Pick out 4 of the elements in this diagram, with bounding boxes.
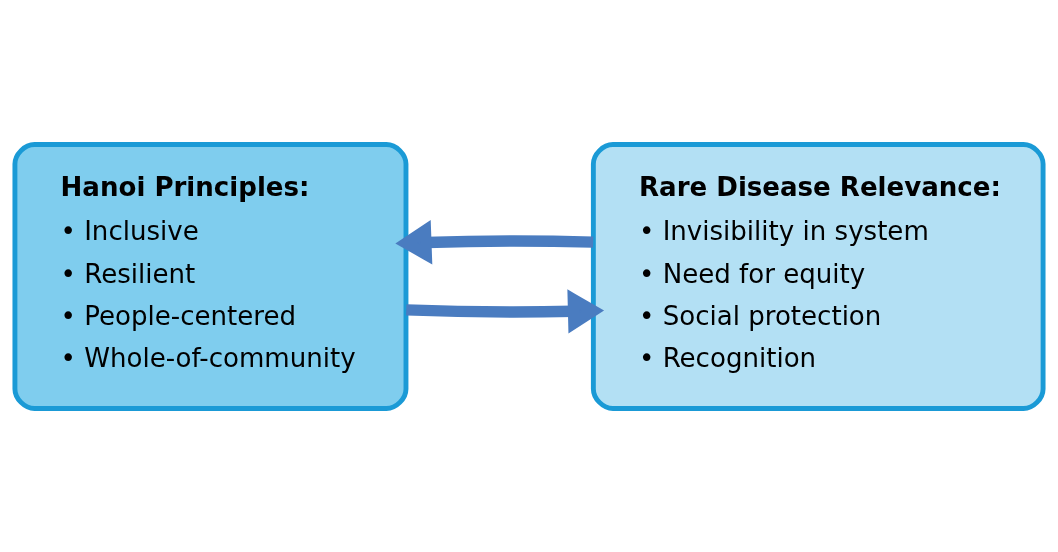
arrow [395, 219, 594, 264]
arrow [406, 288, 605, 334]
node-box: Hanoi Principles: • Inclusive • Resilient • People-centered • Whole-of-community [12, 141, 409, 411]
node-box: Rare Disease Relevance: • Invisibility in system • Need for equity • Social protection • Recognition [590, 141, 1046, 411]
